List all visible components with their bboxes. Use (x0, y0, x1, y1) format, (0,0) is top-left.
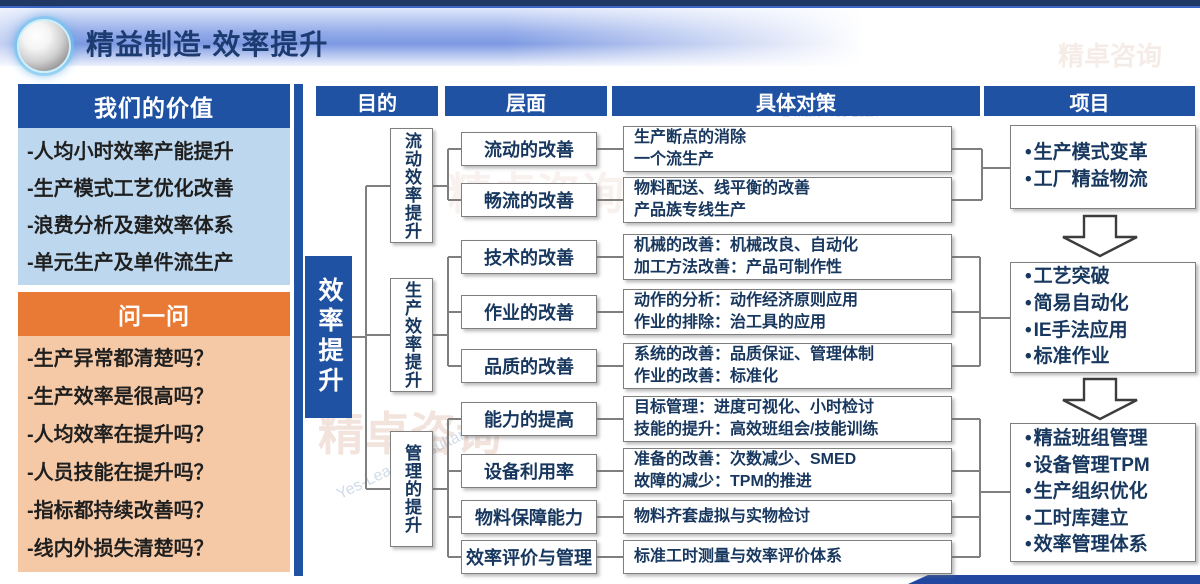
questions-item: -人员技能在提升吗？ (27, 462, 214, 484)
title-band: 精益制造-效率提升 (0, 8, 1200, 73)
layer-node: 能力的提高 (461, 402, 597, 436)
values-item: -人均小时效率产能提升 (27, 141, 234, 163)
measure-text: 生产断点的消除 一个流生产 (634, 129, 747, 168)
values-item: -浪费分析及建效率体系 (27, 215, 234, 237)
measure-node: 准备的改善：次数减少、SMED 故障的减少：TPM的推进 (623, 448, 952, 494)
measure-text: 标准工时测量与效率评价体系 (634, 548, 843, 566)
project-item: 工时库建立 (1025, 506, 1195, 533)
questions-item: -线内外损失清楚吗？ (27, 538, 214, 560)
purpose-node-flow: 流动效率提升 (390, 128, 433, 243)
measure-text: 物料配送、线平衡的改善 产品族专线生产 (634, 180, 811, 219)
measure-node: 目标管理：进度可视化、小时检讨 技能的提升：高效班组会/技能训练 (623, 396, 952, 442)
project-node: 工艺突破 简易自动化 IE手法应用 标准作业 (1010, 262, 1196, 373)
project-item: 生产组织优化 (1025, 479, 1195, 506)
layer-node: 效率评价与管理 (461, 540, 597, 574)
values-item: -生产模式工艺优化改善 (27, 178, 234, 200)
sphere-logo-icon (17, 19, 71, 73)
measure-text: 系统的改善：品质保证、管理体制 作业的改善：标准化 (634, 346, 875, 385)
measure-node: 物料配送、线平衡的改善 产品族专线生产 (623, 177, 952, 223)
measure-node: 标准工时测量与效率评价体系 (623, 540, 952, 574)
measure-text: 准备的改善：次数减少、SMED 故障的减少：TPM的推进 (634, 451, 857, 490)
project-item: 设备管理TPM (1025, 453, 1195, 480)
questions-card: -生产异常都清楚吗？ -生产效率是很高吗？ -人均效率在提升吗？ -人员技能在提… (18, 336, 290, 572)
project-node: 精益班组管理 设备管理TPM 生产组织优化 工时库建立 效率管理体系 (1010, 423, 1196, 562)
purpose-node-management: 管理的提升 (390, 431, 433, 547)
measure-text: 物料齐套虚拟与实物检讨 (634, 508, 811, 526)
purpose-label: 管理的提升 (402, 444, 421, 534)
measure-node: 机械的改善：机械改良、自动化 加工方法改善：产品可制作性 (623, 234, 952, 280)
project-item: 工厂精益物流 (1025, 167, 1195, 194)
purpose-node-production: 生产效率提升 (390, 278, 433, 392)
project-item: 工艺突破 (1025, 264, 1195, 291)
root-node-label: 效率提升 (315, 277, 343, 397)
top-blue-line (0, 6, 1200, 8)
purpose-label: 生产效率提升 (402, 281, 421, 389)
project-item: 简易自动化 (1025, 291, 1195, 318)
page-title: 精益制造-效率提升 (86, 29, 329, 60)
measure-node: 动作的分析：动作经济原则应用 作业的排除：治工具的应用 (623, 289, 952, 335)
project-node: 生产模式变革 工厂精益物流 (1010, 125, 1196, 209)
values-card-title: 我们的价值 (18, 84, 290, 128)
column-header-projects: 项目 (984, 86, 1195, 116)
project-item: 精益班组管理 (1025, 426, 1195, 453)
footer-accent-bar (908, 575, 1200, 584)
down-arrow-icon (1062, 377, 1138, 421)
vertical-divider-bar (294, 84, 303, 576)
measure-node: 生产断点的消除 一个流生产 (623, 126, 952, 172)
root-node: 效率提升 (305, 256, 352, 418)
values-card: -人均小时效率产能提升 -生产模式工艺优化改善 -浪费分析及建效率体系 -单元生… (18, 128, 290, 285)
column-header-purpose: 目的 (316, 86, 438, 116)
layer-node: 技术的改善 (461, 240, 597, 274)
down-arrow-icon (1062, 214, 1138, 258)
project-item: 生产模式变革 (1025, 140, 1195, 167)
questions-item: -生产效率是很高吗？ (27, 386, 214, 408)
questions-card-title: 问一问 (18, 292, 290, 336)
layer-node: 畅流的改善 (461, 183, 597, 217)
layer-node: 设备利用率 (461, 454, 597, 488)
measure-text: 动作的分析：动作经济原则应用 作业的排除：治工具的应用 (634, 292, 859, 331)
measure-node: 系统的改善：品质保证、管理体制 作业的改善：标准化 (623, 343, 952, 389)
project-item: 标准作业 (1025, 344, 1195, 371)
layer-node: 流动的改善 (461, 132, 597, 166)
measure-node: 物料齐套虚拟与实物检讨 (623, 500, 952, 534)
purpose-label: 流动效率提升 (402, 131, 421, 240)
measure-text: 目标管理：进度可视化、小时检讨 技能的提升：高效班组会/技能训练 (634, 399, 879, 438)
measure-text: 机械的改善：机械改良、自动化 加工方法改善：产品可制作性 (634, 237, 859, 276)
project-item: 效率管理体系 (1025, 532, 1195, 559)
project-item: IE手法应用 (1025, 318, 1195, 345)
column-header-layer: 层面 (445, 86, 607, 116)
values-item: -单元生产及单件流生产 (27, 252, 234, 274)
layer-node: 作业的改善 (461, 295, 597, 329)
questions-item: -人均效率在提升吗？ (27, 424, 214, 446)
layer-node: 品质的改善 (461, 349, 597, 383)
questions-item: -指标都持续改善吗？ (27, 500, 214, 522)
top-navy-bar (0, 0, 1200, 6)
layer-node: 物料保障能力 (461, 500, 597, 534)
column-header-measures: 具体对策 (612, 86, 980, 116)
questions-item: -生产异常都清楚吗？ (27, 348, 214, 370)
